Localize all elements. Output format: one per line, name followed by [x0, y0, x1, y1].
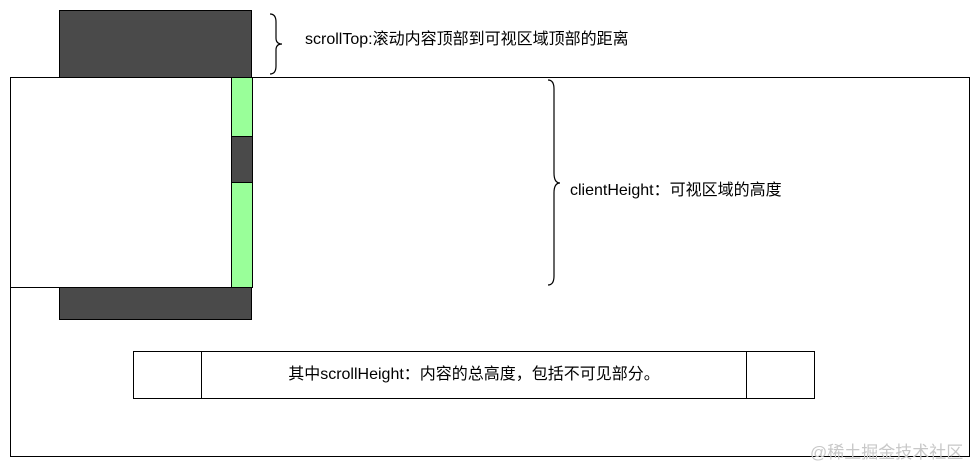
- visible-viewport: [10, 77, 253, 288]
- content-above-viewport: [59, 10, 252, 78]
- clientheight-label: clientHeight：可视区域的高度: [570, 182, 782, 199]
- scrollheight-left-segment: [133, 351, 202, 399]
- watermark: @稀土掘金技术社区: [810, 443, 964, 462]
- content-below-viewport: [59, 287, 252, 320]
- scrollbar-thumb: [231, 136, 253, 183]
- scrolltop-label: scrollTop:滚动内容顶部到可视区域顶部的距离: [305, 31, 629, 48]
- brace-scrolltop: [269, 13, 283, 75]
- scrollheight-bar: [133, 351, 815, 399]
- brace-clientheight: [547, 79, 561, 286]
- scrollheight-label: 其中scrollHeight：内容的总高度，包括不可见部分。: [288, 366, 660, 383]
- scrollheight-right-segment: [746, 351, 815, 399]
